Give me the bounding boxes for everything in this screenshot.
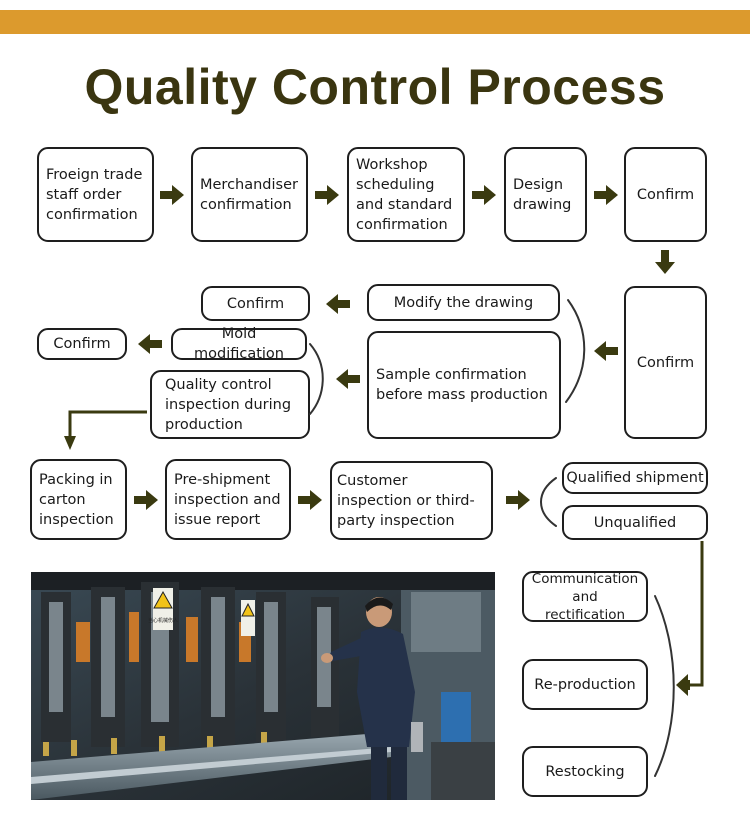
step-confirm-sample: Confirm: [624, 286, 707, 439]
step-merchandiser-confirmation: Merchandiser confirmation: [191, 147, 308, 242]
arrow-right-icon: [315, 185, 339, 205]
step-qc-inspection: Quality control inspection during produc…: [150, 370, 310, 439]
step-mold-modification: Mold modification: [171, 326, 307, 362]
arrow-left-icon: [336, 369, 360, 389]
step-workshop-scheduling: Workshop scheduling and standard confirm…: [347, 147, 465, 242]
step-qualified-shipment: Qualified shipment: [562, 462, 708, 494]
step-customer-inspection: Customer inspection or third-party inspe…: [330, 461, 493, 540]
arrow-down-icon: [655, 250, 675, 274]
step-sample-confirmation: Sample confirmation before mass producti…: [367, 331, 561, 439]
step-modify-drawing: Modify the drawing: [367, 284, 560, 321]
step-order-confirmation: Froeign trade staff order confirmation: [37, 147, 154, 242]
arrow-down-icon: [64, 436, 76, 450]
arrow-right-icon: [160, 185, 184, 205]
top-banner: [0, 10, 750, 34]
step-communication-rectification: Communication and rectification: [522, 571, 648, 623]
arrow-right-icon: [594, 185, 618, 205]
step-packing-inspection: Packing in carton inspection: [30, 459, 127, 540]
step-design-drawing: Design drawing: [504, 147, 587, 242]
arrow-right-icon: [506, 490, 530, 510]
step-confirm-mold: Confirm: [37, 328, 127, 360]
page-title: Quality Control Process: [84, 59, 666, 115]
arrow-left-icon: [138, 334, 162, 354]
step-confirm-modify: Confirm: [201, 286, 310, 321]
arrow-right-icon: [134, 490, 158, 510]
step-confirm-design: Confirm: [624, 147, 707, 242]
step-preshipment-inspection: Pre-shipment inspection and issue report: [165, 459, 291, 540]
svg-text:当心机械伤人: 当心机械伤人: [148, 617, 178, 624]
step-restocking: Restocking: [522, 746, 648, 797]
step-reproduction: Re-production: [522, 659, 648, 710]
arrow-right-icon: [298, 490, 322, 510]
arrow-left-icon: [326, 294, 350, 314]
factory-photo: 当心机械伤人: [31, 572, 495, 800]
arrow-right-icon: [472, 185, 496, 205]
step-unqualified: Unqualified: [562, 505, 708, 540]
arrow-left-icon: [594, 341, 618, 361]
arrow-left-icon: [676, 674, 690, 696]
